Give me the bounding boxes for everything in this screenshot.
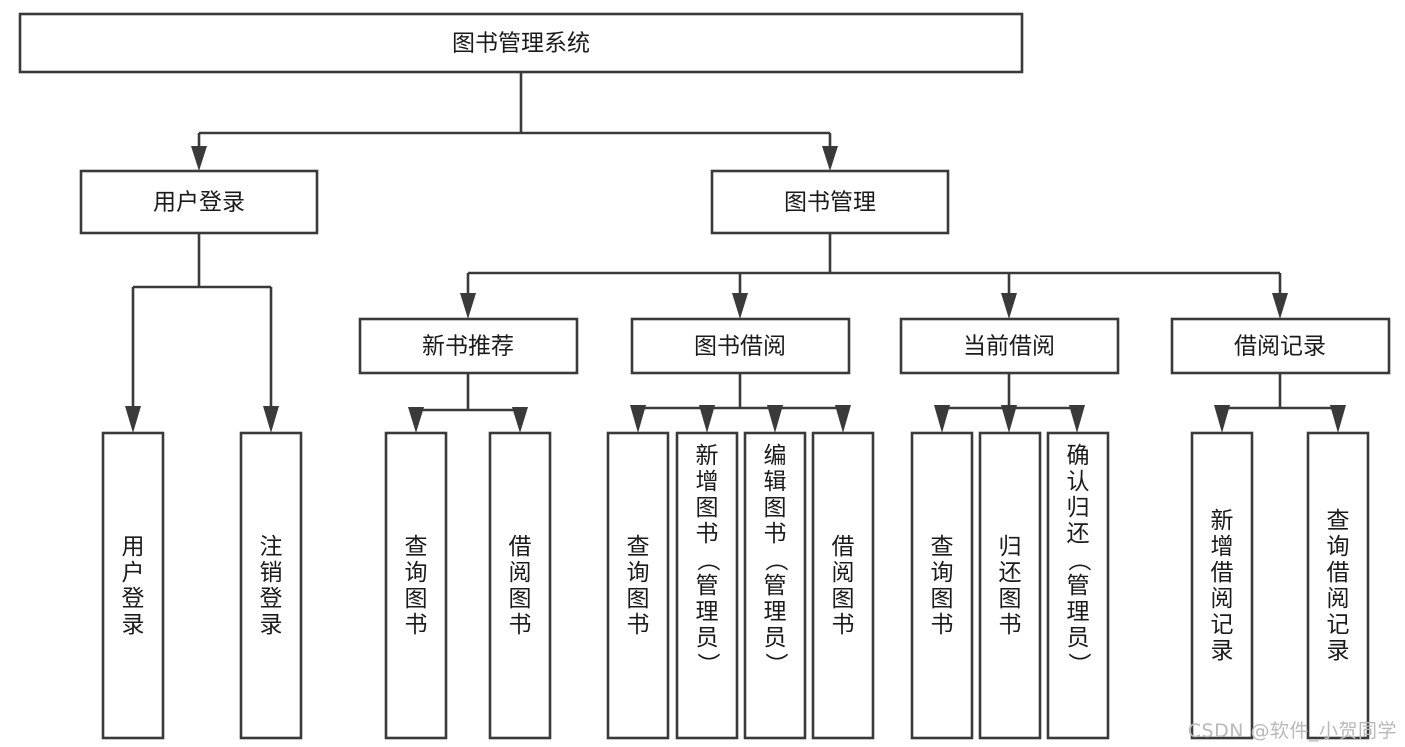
node-box-leaf-user-login[interactable]: [101, 431, 165, 740]
node-box-new-book-recommend[interactable]: [358, 317, 579, 375]
label-book-management: 图书管理: [784, 190, 876, 216]
label-book-borrow: 图书借阅: [694, 334, 786, 360]
node-box-user-login[interactable]: [79, 169, 319, 235]
node-box-root[interactable]: [18, 12, 1024, 74]
node-box-leaf-borrow-book-1[interactable]: [488, 431, 552, 740]
node-box-leaf-return-book[interactable]: [978, 431, 1042, 740]
connector-user-login-to-leaves: [125, 233, 279, 433]
node-box-leaf-query-record[interactable]: [1306, 431, 1370, 740]
csdn-watermark: CSDN @软件_小贺同学: [1187, 720, 1397, 742]
node-box-current-borrow[interactable]: [899, 317, 1120, 375]
connector-root-to-level2: [191, 72, 838, 171]
node-box-leaf-query-book-1[interactable]: [384, 431, 448, 740]
node-box-leaf-edit-book[interactable]: [743, 431, 807, 740]
node-box-leaf-logout-login[interactable]: [239, 431, 303, 740]
connector-book-borrow-to-leaves: [630, 373, 851, 433]
label-new-book-recommend: 新书推荐: [422, 334, 514, 360]
node-box-book-management[interactable]: [710, 169, 950, 235]
label-user-login: 用户登录: [153, 190, 245, 216]
connector-book-management-to-level3: [460, 233, 1288, 319]
node-box-borrow-record[interactable]: [1170, 317, 1391, 375]
node-box-book-borrow[interactable]: [630, 317, 851, 375]
connector-current-borrow-to-leaves: [934, 373, 1085, 433]
label-root: 图书管理系统: [452, 31, 590, 57]
label-current-borrow: 当前借阅: [963, 334, 1055, 360]
node-box-leaf-borrow-book-2[interactable]: [811, 431, 875, 740]
connector-new-book-recommend-to-leaves: [408, 373, 528, 433]
connector-borrow-record-to-leaves: [1214, 373, 1346, 433]
node-box-leaf-confirm-return[interactable]: [1046, 431, 1110, 740]
node-box-leaf-query-book-2[interactable]: [606, 431, 670, 740]
label-borrow-record: 借阅记录: [1234, 334, 1326, 360]
node-box-leaf-add-record[interactable]: [1190, 431, 1254, 740]
node-box-leaf-add-book[interactable]: [675, 431, 739, 740]
node-box-leaf-query-book-3[interactable]: [910, 431, 974, 740]
